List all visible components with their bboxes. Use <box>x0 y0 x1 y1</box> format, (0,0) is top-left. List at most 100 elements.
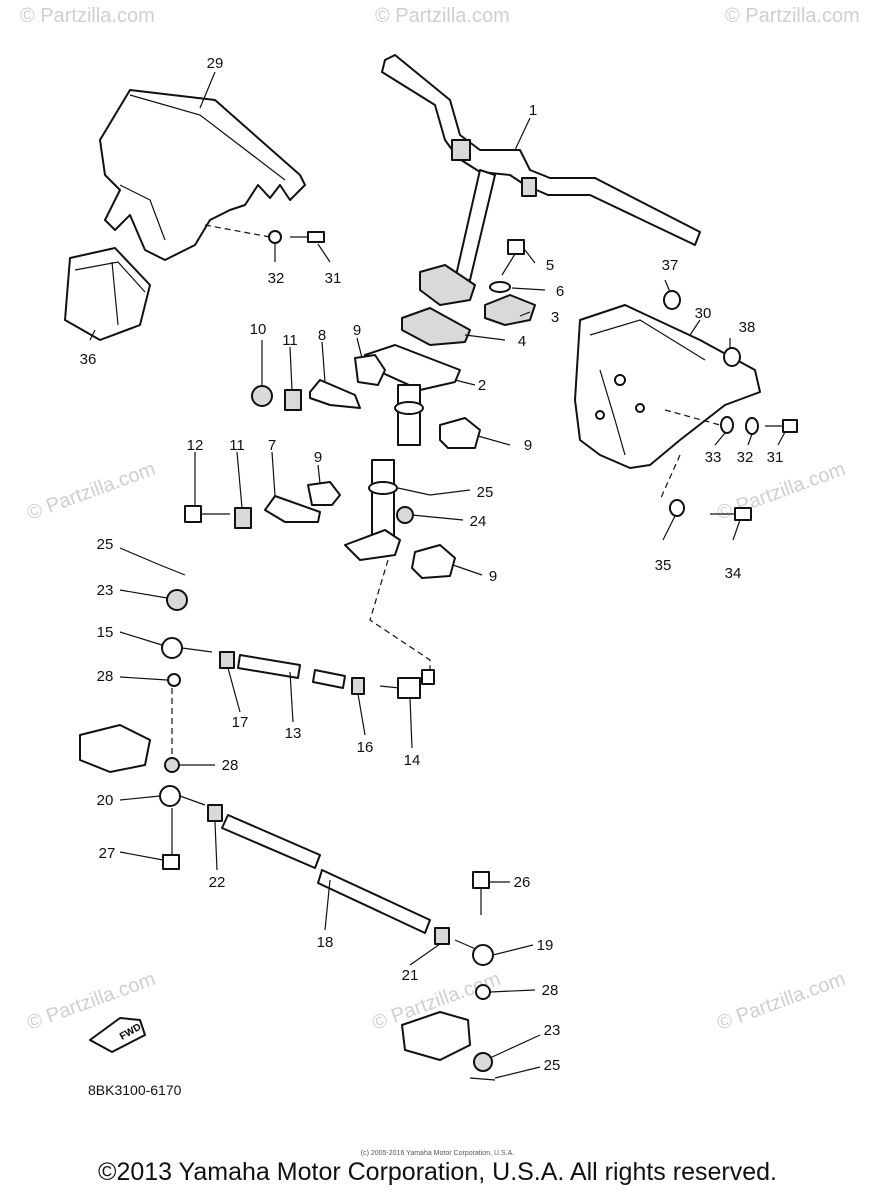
part-30-side-cover <box>574 304 761 469</box>
watermark: © Partzilla.com <box>24 458 158 525</box>
part-26-bolt <box>472 871 490 915</box>
part-9-bushing-right <box>439 417 481 449</box>
callout-4: 4 <box>518 333 526 350</box>
callout-9: 9 <box>524 437 532 454</box>
part-28-washer-right <box>475 984 491 1000</box>
copyright-notice: ©2013 Yamaha Motor Corporation, U.S.A. A… <box>98 1158 777 1186</box>
callout-25: 25 <box>544 1057 561 1074</box>
part-14-rod-end <box>379 669 435 699</box>
part-34-bolt <box>710 507 752 521</box>
part-7-bracket <box>264 495 321 523</box>
part-32-washer <box>268 230 282 244</box>
callout-33: 33 <box>705 449 722 466</box>
callout-18: 18 <box>317 934 334 951</box>
part-29-handlebar-cover <box>99 89 306 261</box>
part-5-bolt <box>501 239 525 276</box>
callout-32: 32 <box>268 270 285 287</box>
watermark: © Partzilla.com <box>20 5 155 27</box>
part-24-nut <box>396 506 414 524</box>
callout-30: 30 <box>695 305 712 322</box>
watermark: © Partzilla.com <box>375 5 510 27</box>
part-18-tube-end <box>317 869 431 934</box>
callout-31: 31 <box>325 270 342 287</box>
callout-28: 28 <box>542 982 559 999</box>
callout-19: 19 <box>537 937 554 954</box>
callout-11: 11 <box>229 437 245 454</box>
leader-lines <box>89 71 786 1079</box>
part-3-clamp <box>484 294 536 326</box>
part-8-bracket <box>309 379 361 409</box>
dash-line <box>204 224 271 238</box>
callout-5: 5 <box>546 257 554 274</box>
callout-26: 26 <box>514 874 531 891</box>
callout-36: 36 <box>80 351 97 368</box>
callout-3: 3 <box>551 309 559 326</box>
callout-38: 38 <box>739 319 756 336</box>
part-27-bolt <box>162 808 180 870</box>
part-6-washer <box>489 281 511 293</box>
part-4-bracket <box>401 307 471 346</box>
callout-9: 9 <box>314 449 322 466</box>
callout-28: 28 <box>222 757 239 774</box>
callout-37: 37 <box>662 257 679 274</box>
callout-17: 17 <box>232 714 249 731</box>
part-15-rod-end <box>161 637 213 659</box>
part-20-rod-end <box>159 785 206 807</box>
callout-20: 20 <box>97 792 114 809</box>
part-31-bolt <box>290 231 325 243</box>
part-11-plate <box>284 389 302 411</box>
part-22-nut <box>207 804 223 822</box>
callout-labels: 1 2 3 4 5 6 7 8 9 9 9 9 10 11 11 12 13 1… <box>80 55 784 1074</box>
part-steering-arm-left <box>79 724 151 773</box>
callout-25: 25 <box>97 536 114 553</box>
part-12-bolt <box>184 505 230 523</box>
part-25-pin-lower <box>469 1077 496 1081</box>
callout-27: 27 <box>99 845 116 862</box>
callout-9: 9 <box>489 568 497 585</box>
watermark: © Partzilla.com <box>714 968 848 1035</box>
part-35-washer <box>669 499 685 517</box>
callout-23: 23 <box>544 1022 561 1039</box>
part-33-washer <box>720 416 734 434</box>
part-25-pin <box>397 487 431 496</box>
part-9-bushing-mid <box>307 481 341 506</box>
callout-9: 9 <box>353 322 361 339</box>
callout-13: 13 <box>285 725 302 742</box>
part-32-washer-right <box>745 417 759 435</box>
part-10-nut <box>251 385 273 407</box>
part-19-rod-end <box>454 939 494 966</box>
watermark: © Partzilla.com <box>725 5 860 27</box>
part-9-bushing-lower <box>411 544 456 579</box>
callout-23: 23 <box>97 582 114 599</box>
part-23-nut-lower <box>473 1052 493 1072</box>
part-1-handlebar <box>381 54 701 281</box>
diagram-code: 8BK3100-6170 <box>88 1082 182 1098</box>
part-lower-shaft <box>344 459 401 561</box>
callout-29: 29 <box>207 55 224 72</box>
part-18-tube <box>221 814 321 869</box>
callout-24: 24 <box>470 513 487 530</box>
part-16-nut <box>351 677 365 695</box>
callout-10: 10 <box>250 321 267 338</box>
callout-28: 28 <box>97 668 114 685</box>
callout-14: 14 <box>404 752 421 769</box>
part-23-nut <box>166 589 188 611</box>
part-25-pin-upper <box>159 564 186 576</box>
part-9-bushing <box>354 354 386 386</box>
callout-34: 34 <box>725 565 742 582</box>
part-21-nut <box>434 927 450 945</box>
small-credit: (c) 2005-2016 Yamaha Motor Corporation, … <box>360 1150 515 1157</box>
callout-16: 16 <box>357 739 374 756</box>
callout-32: 32 <box>737 449 754 466</box>
callout-25: 25 <box>477 484 494 501</box>
part-28-washer-lower <box>164 757 180 773</box>
part-17-nut <box>219 651 235 669</box>
callout-35: 35 <box>655 557 672 574</box>
callout-22: 22 <box>209 874 226 891</box>
callout-1: 1 <box>529 102 537 119</box>
dash-line <box>659 454 681 501</box>
callout-11: 11 <box>282 332 298 349</box>
callout-21: 21 <box>402 967 419 984</box>
part-38-grommet <box>723 347 741 367</box>
